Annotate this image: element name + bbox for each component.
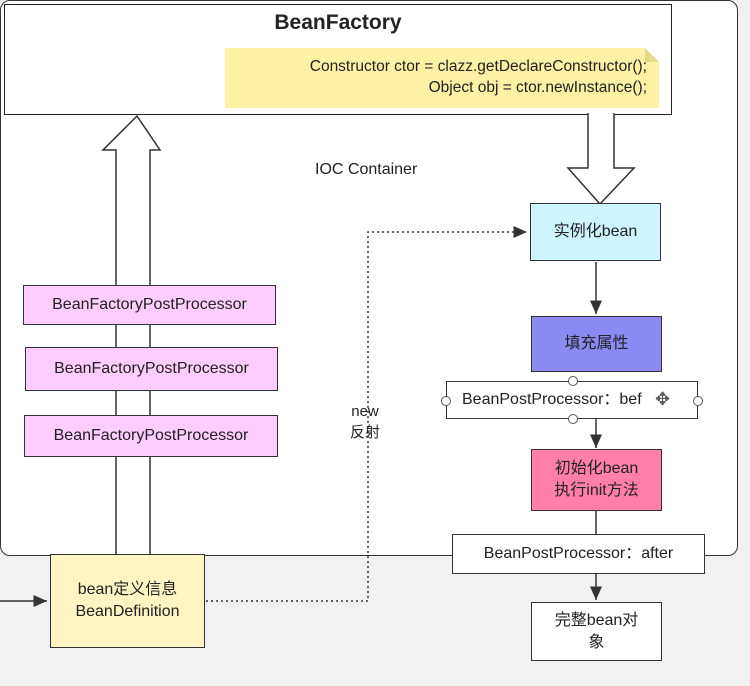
init-bean-box: 初始化bean 执行init方法 — [531, 449, 662, 511]
code-note: Constructor ctor = clazz.getDeclareConst… — [225, 48, 659, 108]
resize-handle-bottom[interactable] — [568, 414, 578, 424]
bean-factory-box: BeanFactory Constructor ctor = clazz.get… — [4, 4, 672, 115]
note-line-1: Constructor ctor = clazz.getDeclareConst… — [309, 58, 647, 75]
new-reflection-label: new 反射 — [350, 401, 380, 443]
bean-factory-post-processor-2: BeanFactoryPostProcessor — [25, 347, 278, 391]
hollow-down-arrow — [566, 113, 636, 206]
complete-bean-box: 完整bean对象 — [531, 602, 662, 661]
hollow-up-arrow — [101, 114, 162, 555]
bean-definition-line-2: BeanDefinition — [75, 603, 180, 620]
bean-factory-title: BeanFactory — [274, 11, 402, 34]
bean-post-processor-before-box: BeanPostProcessor：bef ✥ — [446, 381, 698, 419]
instantiate-bean-box: 实例化bean — [530, 203, 661, 261]
bean-post-processor-before-label: BeanPostProcessor：bef — [462, 391, 642, 408]
bean-definition-box: bean定义信息 BeanDefinition — [50, 554, 205, 648]
resize-handle-right[interactable] — [693, 396, 703, 406]
resize-handle-left[interactable] — [441, 396, 451, 406]
move-cursor-icon: ✥ — [655, 389, 671, 409]
new-label: new — [351, 403, 379, 420]
reflection-label: 反射 — [350, 424, 381, 441]
ioc-container-label: IOC Container — [315, 161, 418, 178]
bean-post-processor-after-box: BeanPostProcessor：after — [452, 534, 705, 574]
bean-definition-line-1: bean定义信息 — [77, 581, 178, 598]
bean-factory-post-processor-1: BeanFactoryPostProcessor — [23, 285, 276, 325]
populate-properties-box: 填充属性 — [531, 316, 662, 372]
init-bean-line-1: 初始化bean — [554, 460, 639, 477]
resize-handle-top[interactable] — [568, 376, 578, 386]
note-fold-corner — [645, 48, 659, 62]
note-line-2: Object obj = ctor.newInstance(); — [428, 79, 647, 96]
init-bean-line-2: 执行init方法 — [554, 482, 639, 499]
bean-factory-post-processor-3: BeanFactoryPostProcessor — [24, 415, 278, 457]
dotted-new-arrow — [206, 226, 527, 602]
